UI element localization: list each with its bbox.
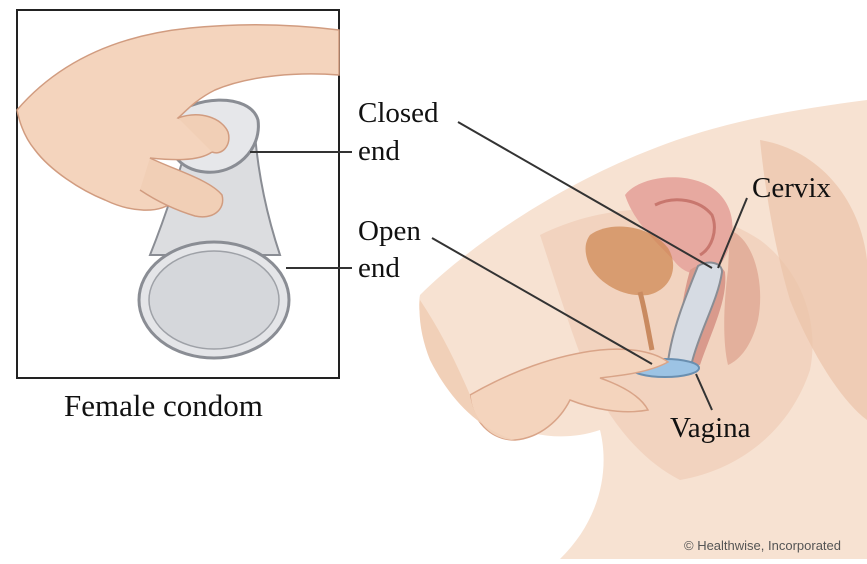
open-end-ring-inner	[149, 251, 279, 349]
figure-caption: Female condom	[64, 388, 263, 424]
vagina-label: Vagina	[670, 412, 751, 445]
copyright-credit: © Healthwise, Incorporated	[684, 538, 841, 553]
cervix-label: Cervix	[752, 172, 831, 205]
open-end-label-line1: Open	[358, 215, 421, 248]
pelvis-cross-section	[419, 100, 867, 559]
closed-end-label-line2: end	[358, 135, 400, 168]
inset-panel	[17, 10, 339, 378]
closed-end-label-line1: Closed	[358, 97, 439, 130]
open-end-label-line2: end	[358, 252, 400, 285]
